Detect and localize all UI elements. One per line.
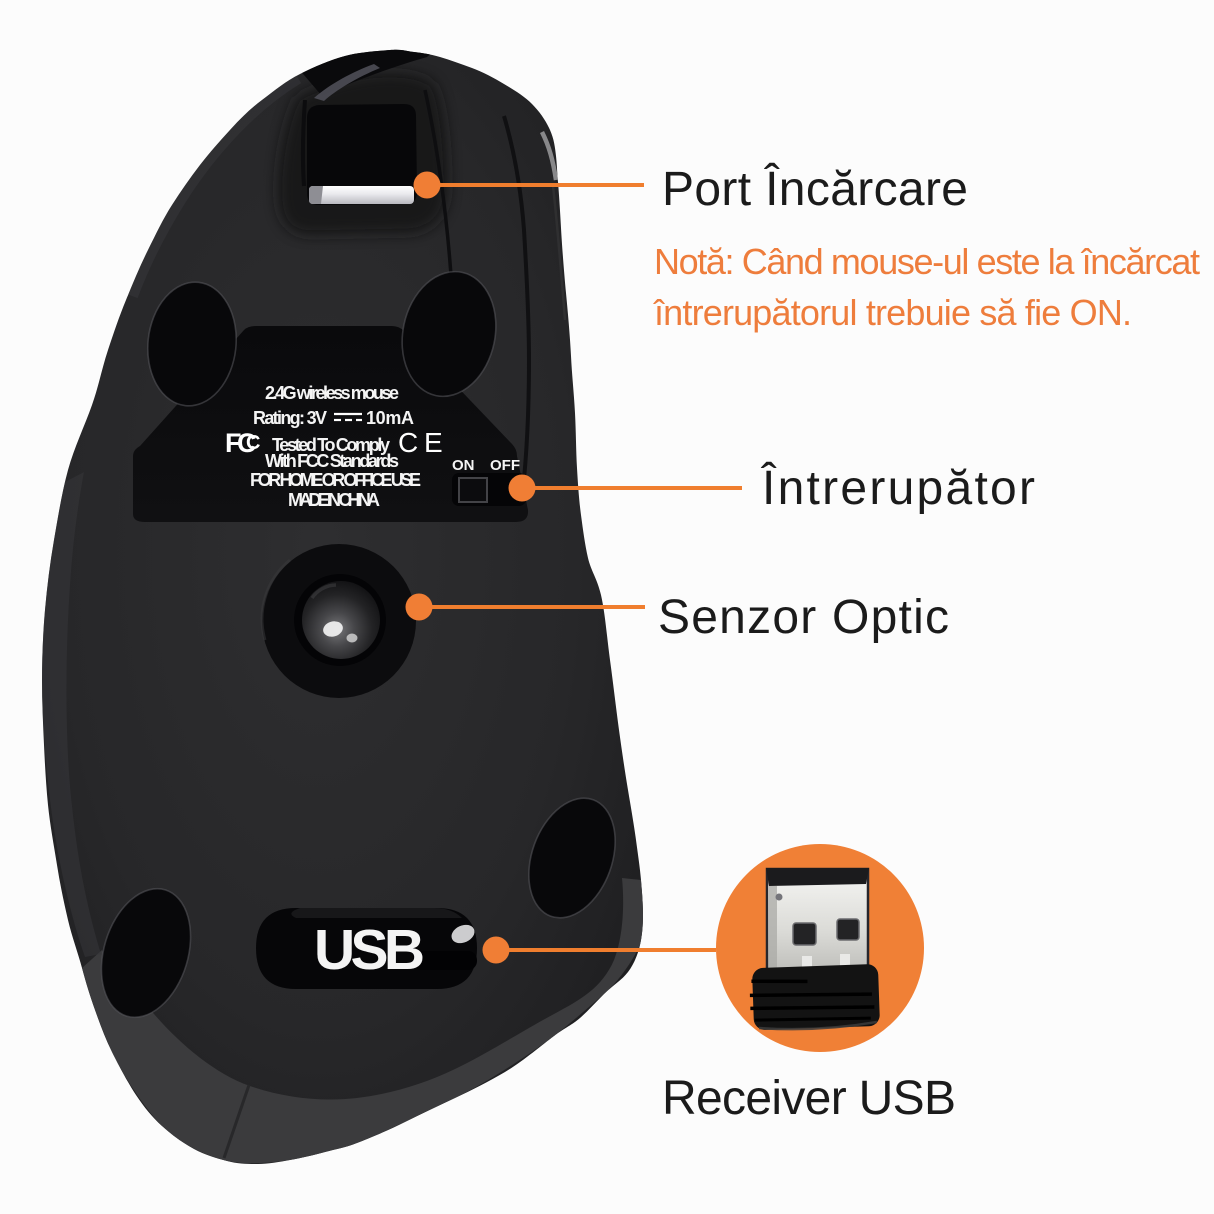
svg-text:F: F	[225, 428, 242, 458]
svg-text:C: C	[237, 428, 257, 458]
svg-text:With FCC Standards: With FCC Standards	[265, 451, 399, 471]
svg-text:Port Încărcare: Port Încărcare	[662, 163, 968, 216]
svg-text:MADE IN CHINA: MADE IN CHINA	[288, 490, 380, 510]
svg-text:2.4G wireless mouse: 2.4G wireless mouse	[265, 383, 399, 403]
svg-text:C: C	[246, 432, 260, 454]
svg-text:OFF: OFF	[490, 457, 520, 474]
svg-text:ON: ON	[452, 457, 475, 474]
svg-text:întrerupătorul trebuie să fie: întrerupătorul trebuie să fie ON.	[653, 292, 1132, 333]
svg-text:E: E	[424, 427, 443, 458]
svg-text:Întrerupător: Întrerupător	[760, 462, 1035, 515]
svg-text:Notă: Când mouse-ul este la în: Notă: Când mouse-ul este la încărcat	[654, 241, 1200, 282]
svg-text:Receiver USB: Receiver USB	[662, 1072, 956, 1125]
svg-text:10mA: 10mA	[366, 408, 414, 428]
svg-text:Rating: 3V: Rating: 3V	[253, 408, 327, 428]
svg-text:USB: USB	[314, 918, 425, 982]
svg-text:Tested To Comply: Tested To Comply	[272, 435, 390, 455]
svg-text:Senzor Optic: Senzor Optic	[658, 591, 949, 644]
svg-text:FOR HOME OR OFFICE USE: FOR HOME OR OFFICE USE	[250, 470, 421, 490]
svg-text:C: C	[398, 427, 418, 458]
